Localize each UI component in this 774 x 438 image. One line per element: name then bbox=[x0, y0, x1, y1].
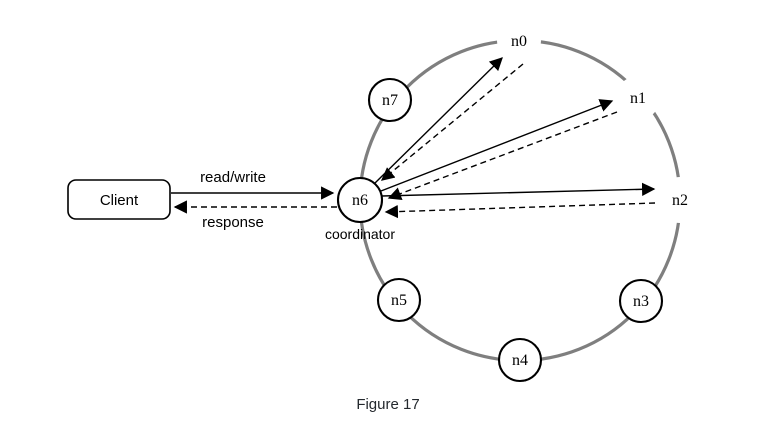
node-n5-label: n5 bbox=[391, 292, 407, 309]
node-n6-circle bbox=[336, 176, 384, 224]
node-n0: n0 bbox=[497, 19, 541, 63]
edge-n2-n6-response bbox=[384, 202, 656, 219]
read-write-label: read/write bbox=[200, 169, 266, 186]
edge-n6-n2-request bbox=[381, 182, 656, 197]
node-n3-circle bbox=[618, 278, 664, 324]
client-node: Client bbox=[67, 179, 171, 220]
node-n4-circle bbox=[497, 337, 543, 383]
edge-n0-n6-response bbox=[380, 63, 524, 181]
edge-n6-n0-request bbox=[373, 57, 503, 185]
node-n2-circle bbox=[657, 177, 703, 223]
node-n7: n7 bbox=[367, 77, 413, 123]
node-n3: n3 bbox=[618, 278, 664, 324]
response-label: response bbox=[202, 214, 264, 231]
node-n4: n4 bbox=[497, 337, 543, 383]
edge-n6-n1-request bbox=[380, 99, 614, 192]
node-n5: n5 bbox=[376, 277, 422, 323]
node-n1: n1 bbox=[616, 76, 660, 120]
coordinator-annotation: coordinator bbox=[325, 226, 395, 242]
node-n3-label: n3 bbox=[633, 293, 649, 310]
client-label: Client bbox=[100, 192, 139, 209]
figure-caption: Figure 17 bbox=[356, 396, 419, 413]
client-box bbox=[67, 179, 171, 220]
node-n4-label: n4 bbox=[512, 352, 528, 369]
node-n7-circle bbox=[367, 77, 413, 123]
node-n5-circle bbox=[376, 277, 422, 323]
node-n6-label: n6 bbox=[352, 192, 368, 209]
node-n0-circle bbox=[497, 19, 541, 63]
node-n2-label: n2 bbox=[672, 192, 688, 209]
node-n0-label: n0 bbox=[511, 33, 527, 50]
node-n2: n2 bbox=[657, 177, 703, 223]
node-n6-coordinator: n6 bbox=[336, 176, 384, 224]
node-n1-circle bbox=[616, 76, 660, 120]
edge-n1-n6-response bbox=[387, 111, 618, 200]
node-n7-label: n7 bbox=[382, 92, 398, 109]
node-n1-label: n1 bbox=[630, 90, 646, 107]
